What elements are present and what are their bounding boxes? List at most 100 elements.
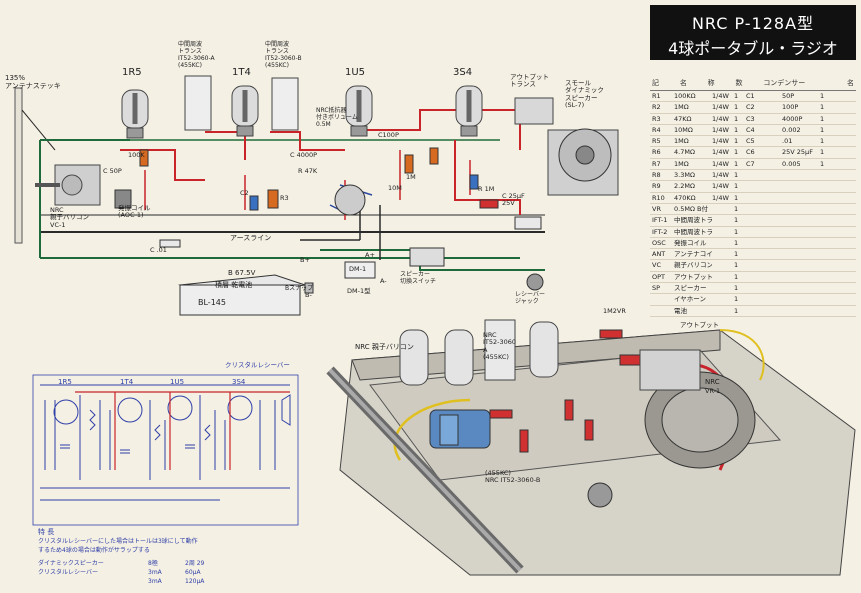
battery-voltage-label: B 67.5V — [228, 269, 256, 277]
legend-1-a: 8極 — [148, 560, 158, 567]
parts-cell: 1 — [734, 182, 739, 191]
variable-capacitor-label: NRC 親子バリコン VC-1 — [50, 206, 89, 229]
parts-cell — [782, 170, 820, 180]
parts-cell: 0.005 — [782, 159, 801, 168]
chassis-varcap-label: NRC 親子バリコン — [355, 343, 414, 351]
parts-cell — [820, 181, 850, 191]
parts-cell: R8 — [652, 171, 661, 180]
parts-cell: R2 — [652, 103, 661, 112]
parts-cell: 1 — [734, 114, 739, 123]
c001-label: C .01 — [150, 246, 167, 254]
parts-row: IFT-1中間周波トランス1 — [650, 215, 856, 227]
chassis-vr-label: VR-1 — [705, 387, 721, 395]
dm1-part — [344, 261, 376, 279]
blue-capacitor-block — [429, 409, 491, 449]
parts-cell: 1 — [734, 272, 739, 281]
parts-cell: 発振コイル — [674, 238, 707, 247]
parts-cell: 1 — [734, 306, 739, 315]
legend-2-name: クリスタルレシーバー — [38, 569, 98, 576]
a-plus-label: A+ — [365, 251, 375, 259]
parts-cell: 47KΩ — [674, 114, 692, 123]
notes-title: 特 長 — [38, 528, 55, 536]
parts-cell — [820, 227, 850, 237]
parts-cell — [712, 306, 734, 316]
parts-cell: 1 — [734, 261, 739, 270]
if-transformer-1 — [184, 75, 212, 131]
parts-row: IFT-2中間周波トランス1 — [650, 227, 856, 238]
parts-cell: IFT-2 — [652, 227, 668, 236]
parts-cell: VR — [652, 204, 661, 213]
parts-cell: C7 — [746, 159, 755, 168]
parts-cell — [782, 238, 820, 248]
capacitor-c001 — [159, 239, 181, 248]
schem-1u5: 1U5 — [170, 378, 185, 386]
parts-cell — [820, 193, 850, 203]
parts-cell — [820, 294, 850, 304]
chassis-if2-label: (455KC) NRC IT52-3060-B — [485, 469, 541, 485]
parts-cell — [820, 238, 850, 248]
parts-cell: 1 — [734, 227, 739, 236]
earth-line-label: アースライン — [230, 234, 272, 242]
parts-cell: R1 — [652, 92, 661, 100]
legend-2-b: 60μA — [185, 569, 201, 576]
legend-2-a: 3mA — [148, 569, 162, 576]
parts-header-cell: 名 — [679, 79, 687, 87]
parts-cell: 1 — [734, 216, 739, 225]
parts-cell: 2.2MΩ — [674, 182, 695, 191]
chassis-drawing — [326, 319, 856, 576]
parts-cell — [712, 227, 734, 237]
parts-cell: 1 — [820, 92, 825, 100]
output-transformer-label: アウトプット トランス — [510, 73, 549, 89]
legend-1-b: 2周 29 — [185, 560, 205, 567]
parts-cell: 1 — [734, 103, 739, 112]
parts-header-cell: コンデンサー — [763, 79, 806, 87]
output-transformer — [514, 97, 554, 125]
parts-cell — [712, 204, 734, 214]
r47k-label: R 47K — [298, 167, 318, 175]
tube-label-1r5: 1R5 — [122, 67, 142, 78]
parts-cell: 100P — [782, 103, 799, 112]
notes-line-1: クリスタルレシーバーにした場合はトールは3球にして動作 — [38, 538, 198, 545]
tube-1r5 — [121, 89, 149, 139]
parts-cell — [782, 215, 820, 225]
variable-capacitor — [35, 164, 101, 206]
c2-label: C2 — [240, 189, 249, 197]
parts-cell: 1/4W — [712, 148, 729, 157]
parts-cell — [782, 283, 820, 293]
parts-cell: 4000P — [782, 114, 803, 123]
r10m-label: 10M — [388, 184, 402, 192]
schematic — [32, 374, 299, 526]
parts-cell — [820, 215, 850, 225]
parts-cell: OPT — [652, 272, 666, 281]
parts-cell: 1 — [734, 159, 739, 168]
parts-cell: 1 — [820, 159, 825, 168]
parts-cell — [782, 294, 820, 304]
battery-model-label: BL-145 — [198, 298, 226, 307]
parts-cell: ANT — [652, 250, 666, 259]
chassis-mic-label: 1M2VR — [603, 307, 626, 315]
parts-cell — [712, 272, 734, 282]
parts-cell: OSC — [652, 238, 666, 247]
parts-cell — [746, 193, 782, 203]
tube-label-1t4: 1T4 — [232, 67, 251, 78]
parts-cell — [746, 260, 782, 270]
b-plus-label: B+ — [300, 256, 310, 264]
chassis-output-label: アウトプット — [680, 321, 719, 329]
parts-cell: 1MΩ — [674, 137, 689, 146]
parts-cell — [746, 204, 782, 214]
r100k-label: 100K — [128, 151, 145, 159]
parts-cell — [746, 249, 782, 259]
parts-cell: 1 — [734, 284, 739, 293]
parts-cell — [782, 227, 820, 237]
parts-cell: 1/4W — [712, 125, 729, 134]
title-box: NRC P-128A型 4球ポータブル・ラジオ — [650, 5, 856, 60]
